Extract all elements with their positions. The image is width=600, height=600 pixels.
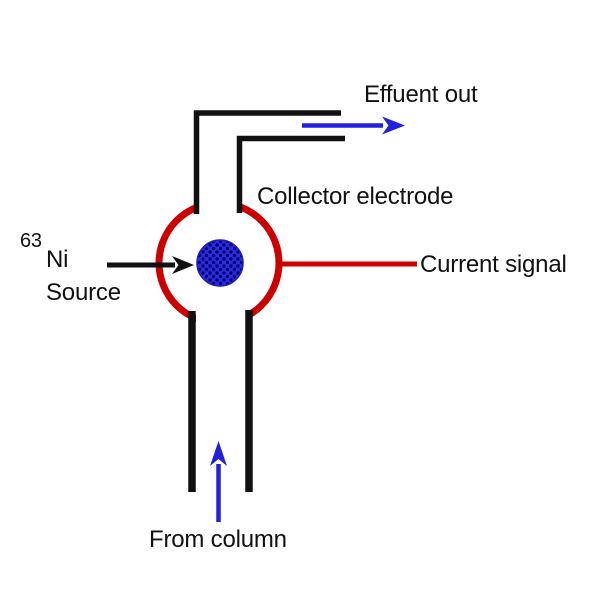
- tube-gap-mask-bottom: [196, 296, 246, 338]
- inlet-tube: [188, 310, 253, 492]
- outlet-tube: [193, 110, 345, 214]
- from-column-label: From column: [149, 526, 287, 553]
- outlet-tube-inner-wall: [236, 135, 345, 213]
- tube-gap-mask-top: [199, 186, 238, 232]
- current-signal-label: Current signal: [420, 251, 567, 278]
- collector-electrode-label: Collector electrode: [257, 183, 454, 210]
- effluent-out-label: Effuent out: [364, 81, 478, 108]
- effluent-flow-arrow-icon: [302, 116, 405, 135]
- source-pointer-arrow-icon: [107, 256, 194, 274]
- outlet-tube-outer-wall: [193, 110, 341, 214]
- source-word-label: Source: [46, 279, 121, 306]
- isotope-mass-superscript: 63: [20, 230, 42, 252]
- isotope-symbol: Ni: [46, 246, 69, 273]
- ni63-source-disc: [196, 239, 244, 287]
- column-flow-arrow-icon: [210, 441, 227, 522]
